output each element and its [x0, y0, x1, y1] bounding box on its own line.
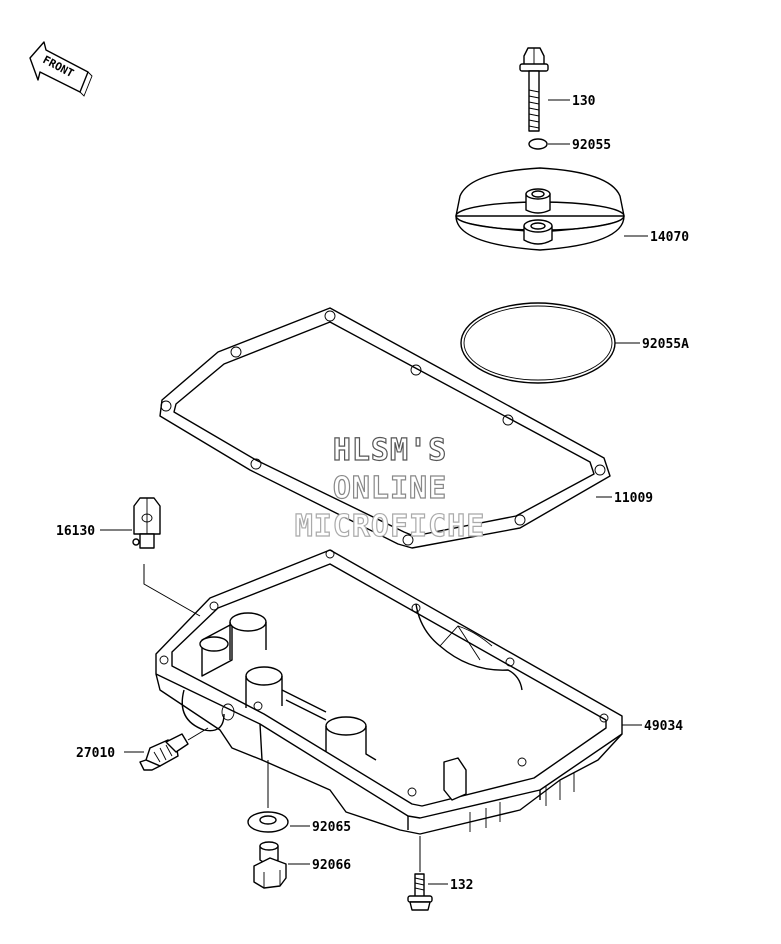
leader-lines	[100, 99, 648, 885]
watermark-line2: ONLINE	[333, 471, 447, 506]
watermark-line1: HLSM'S	[333, 433, 447, 468]
part-label-27010: 27010	[76, 746, 115, 761]
o-ring-92055a[interactable]	[460, 302, 616, 384]
part-label-16130: 16130	[56, 524, 95, 539]
watermark: HLSM'S ONLINE MICROFICHE	[294, 432, 486, 544]
cover-14070[interactable]	[455, 167, 625, 251]
switch-27010[interactable]	[139, 733, 189, 771]
gasket-11009[interactable]	[159, 307, 611, 549]
bolt-130[interactable]	[519, 47, 549, 132]
part-label-130: 130	[572, 94, 596, 109]
drain-plug-92066[interactable]	[253, 841, 287, 889]
part-label-49034: 49034	[644, 719, 683, 734]
bolt-132[interactable]	[407, 873, 433, 911]
part-label-92055a: 92055A	[642, 337, 689, 352]
watermark-line3: MICROFICHE	[295, 509, 486, 544]
oil-pan-49034[interactable]	[155, 549, 623, 835]
front-arrow: FRONT	[29, 41, 93, 97]
part-label-11009: 11009	[614, 491, 653, 506]
fitting-16130[interactable]	[132, 497, 161, 549]
o-ring-92055a-inner	[463, 305, 613, 381]
part-label-132: 132	[450, 878, 473, 893]
part-label-92055: 92055	[572, 138, 611, 153]
o-ring-92055[interactable]	[528, 138, 548, 150]
part-label-92065: 92065	[312, 820, 351, 835]
part-label-92066: 92066	[312, 858, 351, 873]
part-label-14070: 14070	[650, 230, 689, 245]
washer-92065[interactable]	[247, 811, 289, 833]
